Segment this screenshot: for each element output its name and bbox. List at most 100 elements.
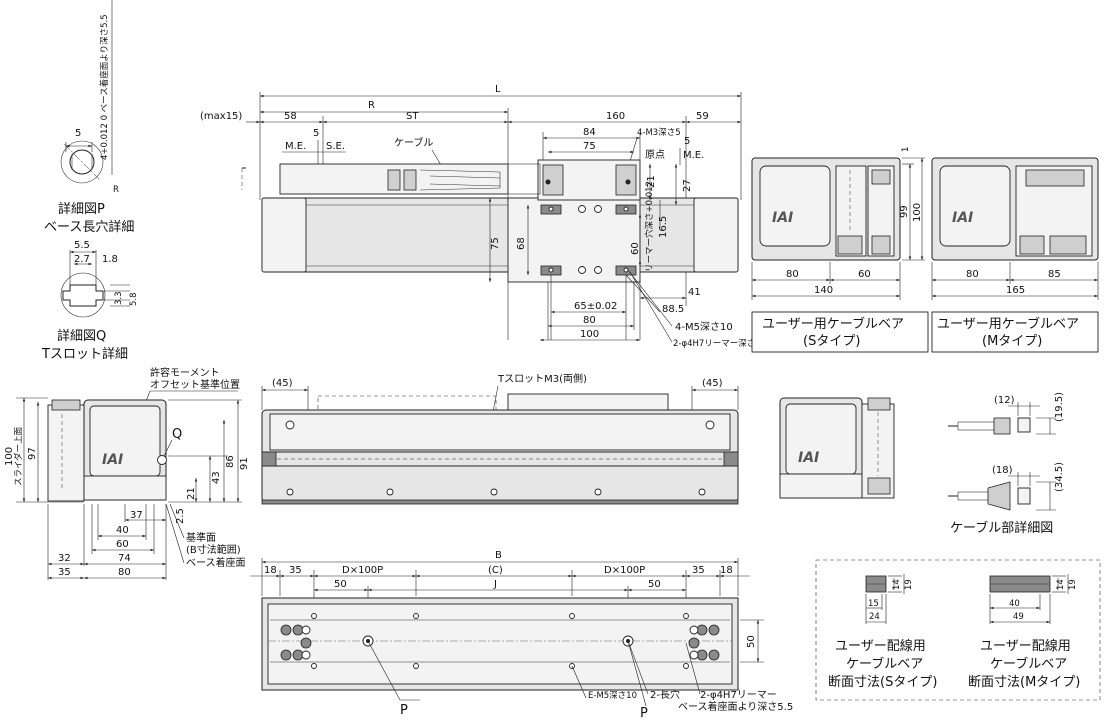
cable-detail: (12) (19.5) (18) (34.5) ケーブル部詳細図 [948,392,1065,536]
end-q: Q [172,427,182,442]
section-m-caption-3: 断面寸法(Mタイプ) [968,675,1080,690]
section-s-dim-24: 24 [869,612,880,622]
cable-detail-dim-18: (18) [992,465,1013,476]
section-box: 14 19 15 24 ユーザー配線用 ケーブルベア 断面寸法(Sタイプ) 14… [815,559,1101,701]
bottom-dim-50-side: 50 [746,635,757,648]
end-dim-32: 32 [58,553,71,564]
top-dim-160: 160 [606,111,625,122]
end-dim-35: 35 [58,567,71,578]
cable-m-logo: IAI [952,210,973,226]
top-m5-note: 4-M5深さ10 [675,321,733,333]
end-dim-37: 37 [130,510,143,521]
bottom-dim-18-right: 18 [720,565,733,576]
top-dim-58: 58 [284,111,297,122]
cable-detail-caption: ケーブル部詳細図 [950,520,1053,536]
section-m-dim-40: 40 [1009,599,1020,609]
cable-m-dim-85: 85 [1048,269,1061,280]
detail-q-dim-5-5: 5.5 [74,240,90,251]
end-dim-21: 21 [186,487,197,500]
cable-s-dim-1: 1 [901,147,911,152]
cable-s-dim-99: 99 [899,205,910,218]
top-dim-75-side: 75 [490,237,501,250]
detail-p-radius: R [113,185,119,195]
end-dim-60: 60 [116,539,129,550]
section-m-caption-1: ユーザー配線用 [980,638,1071,654]
top-dim-5a: 5 [313,128,319,139]
cable-detail-dim-12: (12) [994,395,1015,406]
detail-q-title: 詳細図Q [57,328,106,344]
section-s-caption-2: ケーブルベア [846,656,923,672]
end-right-logo: IAI [798,450,819,466]
cable-detail-dim-19-5: (19.5) [1054,392,1065,422]
end-ref-2: (B寸法範囲) [186,543,241,556]
cable-m-caption-2: (Mタイプ) [982,334,1042,349]
top-dim-65: 65±0.02 [574,301,617,312]
side-tslot-note: TスロットM3(両側) [497,372,587,385]
top-dim-16-5: 16.5 [658,216,669,238]
top-dim-60: 60 [630,242,641,255]
end-dim-86: 86 [225,455,236,468]
end-view: 許容モーメント オフセット基準位置 IAI Q 100 スライダー上面 97 8… [4,366,250,580]
detail-p: 5 4+0.012 0 ベース着座面より深さ5.5 R 詳細図P ベース長穴詳細 [44,0,134,235]
detail-p-subtitle: ベース長穴詳細 [44,219,134,235]
bottom-dim-35-left: 35 [289,565,302,576]
bottom-dim-18-left: 18 [264,565,277,576]
top-dim-max15: (max15) [200,111,242,122]
top-h7-note: 2-φ4H7リーマー深さ8 [673,339,761,349]
cable-s-caption-2: (Sタイプ) [803,334,860,349]
top-dim-21: 21 [646,175,657,188]
top-dim-80: 80 [583,315,596,326]
top-dim-41: 41 [688,287,701,298]
end-view-right: IAI [779,397,895,499]
top-cable-label: ケーブル [394,136,433,149]
bottom-p-left: P [400,703,408,718]
top-se: S.E. [326,141,345,152]
bottom-dim-B: B [495,550,502,561]
bottom-dim-dx100-right: D×100P [604,565,645,576]
end-ref-3: ベース着座面 [186,556,246,569]
top-dim-ST: ST [406,111,419,122]
bottom-bolt-group-left [280,624,312,661]
cable-detail-dim-34-5: (34.5) [1054,462,1065,492]
detail-q-dim-5-8: 5.8 [129,292,139,306]
top-dim-88-5: 88.5 [662,304,684,315]
cable-carrier-m: IAI 80 85 165 ユーザー用ケーブルベア (Mタイプ) [931,157,1099,353]
bottom-dim-J: J [493,579,497,590]
end-dim-43: 43 [211,471,222,484]
end-moment-2: オフセット基準位置 [150,378,240,391]
detail-q-subtitle: Tスロット詳細 [41,346,128,362]
bottom-dim-dx100-left: D×100P [342,565,383,576]
cable-m-dim-80: 80 [966,269,979,280]
top-me-right: M.E. [683,150,704,161]
cable-s-dim-140: 140 [814,285,833,296]
top-m3-note: 4-M3深さ5 [637,128,681,138]
section-s-dim-15: 15 [868,599,879,609]
end-dim-40: 40 [116,525,129,536]
section-s-dim-19: 19 [904,579,914,590]
top-origin: 原点 [645,149,665,161]
bottom-view: B 18 35 D×100P (C) D×100P 35 18 50 J 50 [250,550,793,720]
bottom-p-right: P [640,706,648,720]
cable-s-dim-100: 100 [912,203,923,222]
top-dim-75: 75 [583,141,596,152]
top-dim-27: 27 [682,179,693,192]
cable-m-dim-165: 165 [1006,285,1025,296]
bottom-dim-50-left: 50 [334,579,347,590]
detail-q-dim-3-3: 3.3 [114,291,124,305]
top-dim-68: 68 [516,237,527,250]
bottom-dim-50-right: 50 [648,579,661,590]
end-dim-74: 74 [118,553,131,564]
cable-s-dim-60: 60 [858,269,871,280]
end-dim-100: 100 [4,447,15,466]
section-m-dim-14: 14 [1056,579,1066,590]
bottom-em5-note: E-M5深さ10 [588,691,637,701]
cable-s-dim-80: 80 [786,269,799,280]
cable-m-caption-1: ユーザー用ケーブルベア [937,316,1079,332]
section-s-caption-1: ユーザー配線用 [835,638,926,654]
end-logo: IAI [102,452,123,468]
side-view: (45) (45) TスロットM3(両側) [261,372,739,505]
cable-s-logo: IAI [772,210,793,226]
top-dim-R: R [368,100,375,111]
bottom-dim-C: (C) [488,565,503,576]
